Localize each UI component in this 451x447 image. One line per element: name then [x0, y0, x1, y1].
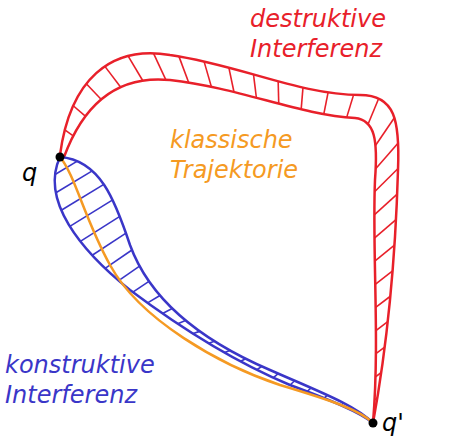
hatch-line	[204, 61, 211, 86]
hatch-line	[324, 92, 328, 114]
hatch-line	[163, 309, 173, 314]
start-point	[56, 153, 65, 162]
hatch-line	[229, 68, 234, 92]
constructive-label: konstruktive Interferenz	[5, 350, 195, 410]
hatch-line	[374, 194, 397, 215]
hatch-line	[154, 53, 166, 79]
hatch-line	[376, 296, 391, 307]
hatch-line	[105, 66, 121, 87]
hatch-line	[133, 281, 149, 292]
point-label: q'	[382, 408, 422, 438]
hatch-line	[254, 74, 257, 97]
hatch-line	[376, 143, 398, 169]
destructive-label: destruktive Interferenz	[250, 4, 445, 64]
hatch-line	[148, 296, 160, 303]
hatch-line	[301, 88, 303, 110]
end-point	[369, 419, 378, 428]
hatch-line	[65, 130, 73, 136]
hatch-line	[80, 216, 119, 241]
hatch-line	[347, 95, 354, 117]
point-label: q	[22, 158, 52, 188]
hatch-line	[119, 266, 140, 280]
hatch-line	[374, 220, 396, 238]
hatch-line	[179, 56, 189, 82]
hatch-line	[86, 84, 101, 99]
classical-label: klassische Trajektorie	[170, 125, 340, 185]
hatch-line	[128, 56, 142, 80]
hatch-line	[277, 81, 279, 103]
hatch-line	[375, 245, 395, 261]
hatch-line	[375, 271, 392, 285]
hatch-line	[376, 118, 395, 146]
hatch-line	[375, 169, 398, 192]
hatch-line	[73, 106, 85, 116]
hatch-line	[368, 98, 379, 124]
